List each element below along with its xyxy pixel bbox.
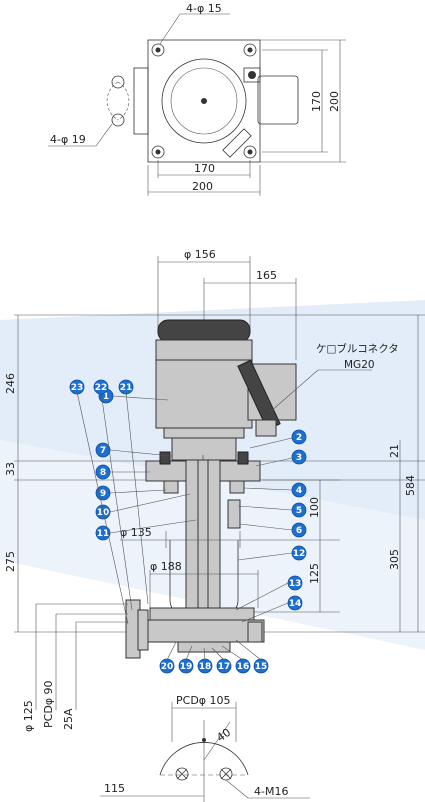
svg-text:4: 4 (296, 486, 302, 496)
hole-note-top: 4-φ 15 (186, 2, 222, 15)
svg-text:6: 6 (296, 526, 302, 536)
part-balloon-2: 2 (291, 429, 307, 445)
svg-text:16: 16 (237, 662, 250, 672)
part-balloon-6: 6 (291, 522, 307, 538)
part-balloon-9: 9 (95, 485, 111, 501)
svg-text:23: 23 (71, 383, 84, 393)
dim-height-outer: 200 (328, 91, 341, 112)
part-balloon-5: 5 (291, 502, 307, 518)
dim-21: 21 (388, 444, 401, 458)
svg-text:11: 11 (97, 529, 110, 539)
dim-box-offset: 165 (256, 269, 277, 282)
dim-305: 305 (388, 549, 401, 570)
hole-note-left: 4-φ 19 (50, 133, 86, 146)
cable-gland (255, 419, 277, 437)
dim-width-outer: 200 (192, 180, 213, 193)
part-balloons: 1 2 3 4 5 6 7 8 9 10 11 12 13 14 15 16 1… (69, 379, 307, 674)
svg-text:1: 1 (103, 392, 109, 402)
terminal-box (257, 75, 299, 125)
bottom-pcd: PCDφ 105 (176, 694, 231, 707)
dim-pcd90: PCDφ 90 (42, 680, 55, 728)
part-balloon-15: 15 (253, 658, 269, 674)
part-balloon-21: 21 (118, 379, 134, 395)
dim-125: 125 (308, 563, 321, 584)
svg-text:21: 21 (120, 383, 133, 393)
cable-connector (222, 128, 252, 158)
part-balloon-8: 8 (95, 464, 111, 480)
bottom-angle: 40 (214, 726, 233, 745)
corner-hole (151, 43, 165, 57)
svg-text:13: 13 (289, 579, 302, 589)
connector-model: MG20 (344, 359, 375, 371)
part-balloon-10: 10 (95, 504, 111, 520)
dim-100: 100 (308, 497, 321, 518)
part-balloon-20: 20 (159, 658, 175, 674)
motor-fan-cover (161, 58, 247, 144)
svg-text:8: 8 (100, 468, 106, 478)
connector-label: ケ□ブルコネクタ (316, 342, 399, 355)
bottom-view: PCDφ 105 40 115 4-M16 (100, 694, 310, 802)
dim-phi188: φ 188 (150, 560, 182, 573)
part-balloon-22: 22 (93, 379, 109, 395)
svg-text:2: 2 (296, 433, 302, 443)
svg-text:15: 15 (255, 662, 268, 672)
pump-casing (133, 619, 265, 643)
svg-text:12: 12 (293, 549, 306, 559)
part-balloon-19: 19 (178, 658, 194, 674)
corner-hole (151, 145, 165, 159)
side-view: φ 156 165 ケ□ブルコネクタ MG20 (4, 248, 425, 732)
dim-flange: 33 (4, 462, 17, 476)
part-balloon-17: 17 (216, 658, 232, 674)
svg-text:5: 5 (296, 506, 302, 516)
dim-phi125: φ 125 (22, 700, 35, 732)
top-view: 4-φ 15 4-φ 19 170 200 170 200 (48, 2, 346, 196)
svg-text:17: 17 (218, 662, 231, 672)
svg-text:7: 7 (100, 446, 106, 456)
dim-motor-dia: φ 156 (184, 248, 216, 261)
part-balloon-13: 13 (287, 575, 303, 591)
part-balloon-7: 7 (95, 442, 111, 458)
thread-note: 4-M16 (254, 785, 288, 798)
part-balloon-14: 14 (287, 595, 303, 611)
svg-text:19: 19 (180, 662, 193, 672)
svg-text:3: 3 (296, 453, 302, 463)
part-balloon-11: 11 (95, 525, 111, 541)
part-balloon-3: 3 (291, 449, 307, 465)
svg-text:9: 9 (100, 489, 106, 499)
svg-text:18: 18 (199, 662, 212, 672)
corner-hole (243, 145, 257, 159)
part-balloon-16: 16 (235, 658, 251, 674)
part-balloon-4: 4 (291, 482, 307, 498)
dim-total: 584 (404, 475, 417, 496)
dim-width-inner: 170 (194, 162, 215, 175)
svg-text:20: 20 (161, 662, 174, 672)
dim-phi135: φ 135 (120, 526, 152, 539)
dim-25a: 25A (62, 708, 75, 730)
dim-column: 275 (4, 551, 17, 572)
fan-grille (170, 67, 238, 135)
motor-top-cap (157, 319, 251, 343)
svg-text:14: 14 (289, 599, 302, 609)
corner-hole (243, 43, 257, 57)
motor-body (155, 359, 253, 429)
dim-height-inner: 170 (310, 91, 323, 112)
part-balloon-18: 18 (197, 658, 213, 674)
part-balloon-12: 12 (291, 545, 307, 561)
svg-text:10: 10 (97, 508, 110, 518)
bottom-dim-115: 115 (104, 782, 125, 795)
part-balloon-23: 23 (69, 379, 85, 395)
dim-motor-height: 246 (4, 373, 17, 394)
svg-text:22: 22 (95, 383, 108, 393)
